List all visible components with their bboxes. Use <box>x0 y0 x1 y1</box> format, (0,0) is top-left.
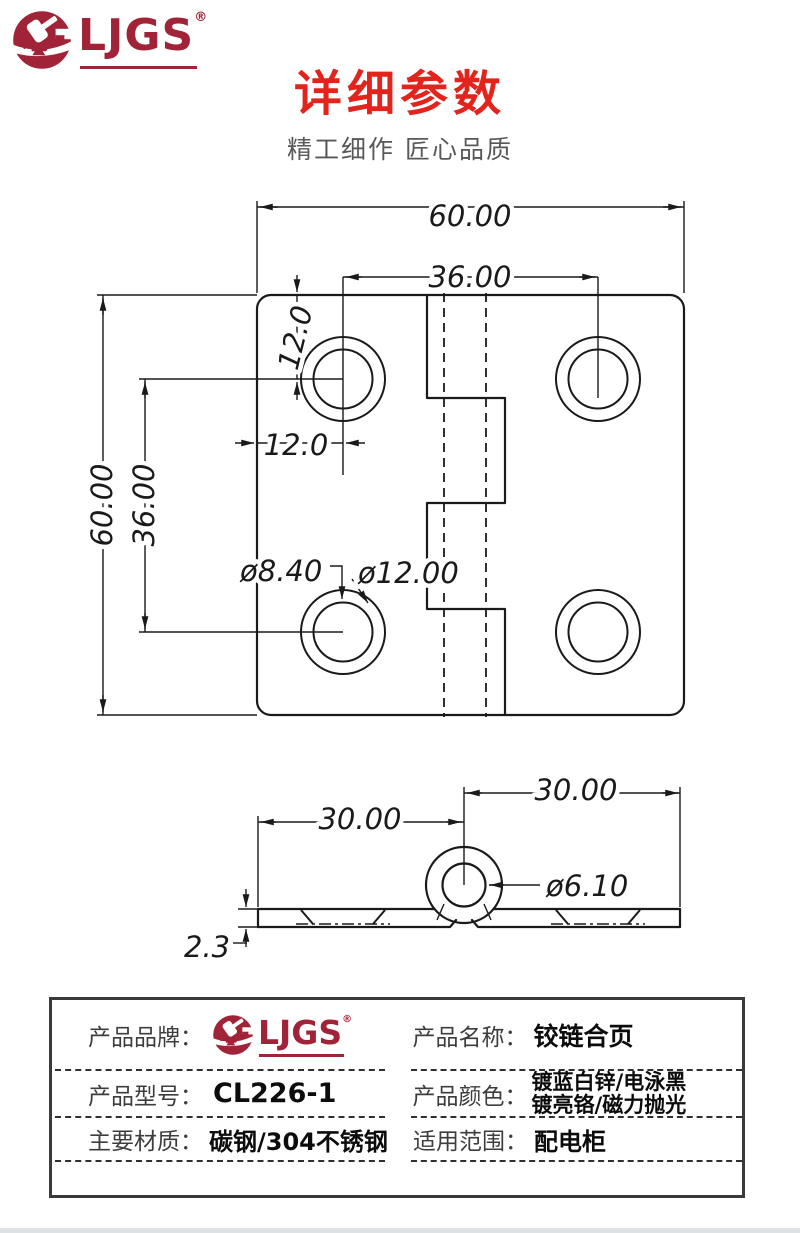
material-label: 主要材质： <box>88 1129 203 1155</box>
dim-edge-offset-top: 12.0 <box>271 302 320 373</box>
range-value: 配电柜 <box>534 1127 606 1156</box>
color-cell: 产品颜色： 镀蓝白锌/电泳黑 镀亮铬/磁力抛光 <box>410 1069 742 1118</box>
brand-underline <box>80 66 198 69</box>
range-cell: 适用范围： 配电柜 <box>411 1118 742 1162</box>
dim-thickness: 2.3 <box>184 930 230 964</box>
dim-overall-width: 60.00 <box>428 199 511 233</box>
side-extension-lines <box>233 787 681 944</box>
brand-text: LJGS <box>78 10 195 61</box>
color-value-line2: 镀亮铬/磁力抛光 <box>531 1092 687 1117</box>
registered-mark: ® <box>194 10 208 25</box>
table-row: 产品品牌： LJGS® 产品名称： 铰链合页 <box>52 1000 742 1071</box>
dim-hole-diameter: ø8.40 <box>239 554 322 588</box>
model-value: CL226-1 <box>213 1078 337 1109</box>
table-brand-logo: LJGS® <box>211 1012 352 1057</box>
brand-underline <box>259 1053 345 1057</box>
registered-mark: ® <box>342 1013 353 1025</box>
dim-countersink-diameter: ø12.00 <box>357 556 459 590</box>
page-title: 详细参数 <box>293 66 506 122</box>
name-cell: 产品名称： 铰链合页 <box>410 1000 742 1071</box>
material-value: 碳钢/304不锈钢 <box>209 1127 388 1156</box>
dim-hole-spacing-horizontal: 36.00 <box>428 260 511 294</box>
hinge-top-view: 60.00 36.00 12.0 12.0 60.00 36.00 ø8.40 … <box>81 195 686 717</box>
countersink-sections <box>296 909 645 925</box>
dim-half-width-left: 30.00 <box>318 802 401 836</box>
name-label: 产品名称： <box>412 1024 528 1051</box>
brand-cell: 产品品牌： LJGS® <box>55 1000 385 1071</box>
material-cell: 主要材质： 碳钢/304不锈钢 <box>55 1118 388 1162</box>
hinge-side-view: 30.00 30.00 ø6.10 2.3 <box>179 769 682 969</box>
mounting-holes <box>300 336 641 675</box>
side-dimension-arrows <box>242 789 678 947</box>
color-label: 产品颜色： <box>412 1083 528 1110</box>
page-subtitle: 精工细作 匠心品质 <box>287 135 513 164</box>
brand-text: LJGS <box>258 1012 343 1052</box>
ljgs-hammer-icon <box>212 1012 255 1055</box>
footer-strip <box>0 1228 800 1233</box>
brand-wordmark: LJGS® <box>258 1013 352 1057</box>
table-row: 产品型号： CL226-1 产品颜色： 镀蓝白锌/电泳黑 镀亮铬/磁力抛光 <box>52 1069 742 1118</box>
dimension-arrows <box>99 203 681 712</box>
table-row: 主要材质： 碳钢/304不锈钢 适用范围： 配电柜 <box>52 1118 742 1162</box>
color-value-line1: 镀蓝白锌/电泳黑 <box>531 1069 687 1094</box>
model-cell: 产品型号： CL226-1 <box>55 1071 385 1118</box>
model-label: 产品型号： <box>88 1083 203 1110</box>
spec-table: 产品品牌： LJGS® 产品名称： 铰链合页 产品型号： CL226-1 <box>49 997 745 1198</box>
extension-lines <box>97 201 685 716</box>
dim-edge-offset-left: 12.0 <box>264 428 329 462</box>
dim-half-width-right: 30.00 <box>534 773 617 807</box>
brand-label: 产品品牌： <box>88 1024 203 1051</box>
range-label: 适用范围： <box>413 1129 528 1155</box>
knuckle-joint-lines <box>425 293 507 717</box>
dimension-lines <box>102 206 684 715</box>
technical-drawing: 60.00 36.00 12.0 12.0 60.00 36.00 ø8.40 … <box>81 195 686 969</box>
header-brand-logo: LJGS® <box>10 8 207 72</box>
color-value: 镀蓝白锌/电泳黑 镀亮铬/磁力抛光 <box>531 1069 687 1117</box>
brand-wordmark: LJGS® <box>78 8 207 69</box>
name-value: 铰链合页 <box>533 1021 634 1051</box>
dim-hole-spacing-vertical: 36.00 <box>127 463 161 546</box>
dim-overall-height: 60.00 <box>85 463 119 546</box>
dim-pin-diameter: ø6.10 <box>545 869 628 903</box>
